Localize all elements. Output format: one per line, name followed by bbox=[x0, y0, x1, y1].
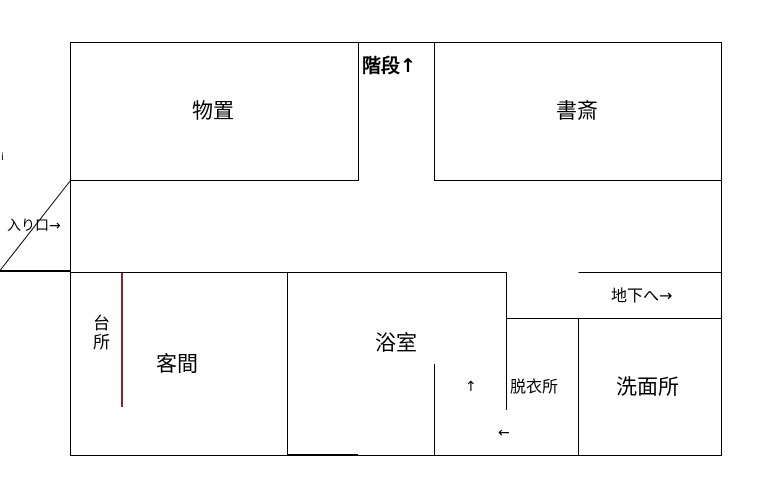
storage-label: 物置 bbox=[192, 99, 234, 123]
stray-mark: i bbox=[1, 152, 4, 163]
kitchen-label: 台所 bbox=[89, 314, 109, 352]
corridor-wall bbox=[70, 272, 507, 410]
arrow-left-icon: ← bbox=[498, 425, 510, 441]
changing-room-label: 脱衣所 bbox=[510, 377, 559, 396]
washroom-label: 洗面所 bbox=[616, 375, 679, 399]
study-wall bbox=[434, 42, 722, 181]
guest-room-label: 客間 bbox=[156, 352, 198, 376]
bathroom-label: 浴室 bbox=[375, 331, 417, 355]
study-label: 書斎 bbox=[556, 99, 598, 123]
outer-wall bbox=[70, 42, 722, 456]
basement-label: 地下へ→ bbox=[611, 286, 673, 305]
arrow-up-icon: ↑ bbox=[465, 379, 477, 395]
entrance-slant bbox=[0, 180, 71, 271]
storage-wall bbox=[70, 42, 359, 181]
stairs-label: 階段↑ bbox=[362, 55, 416, 77]
entrance-label: 入り口→ bbox=[7, 218, 61, 234]
